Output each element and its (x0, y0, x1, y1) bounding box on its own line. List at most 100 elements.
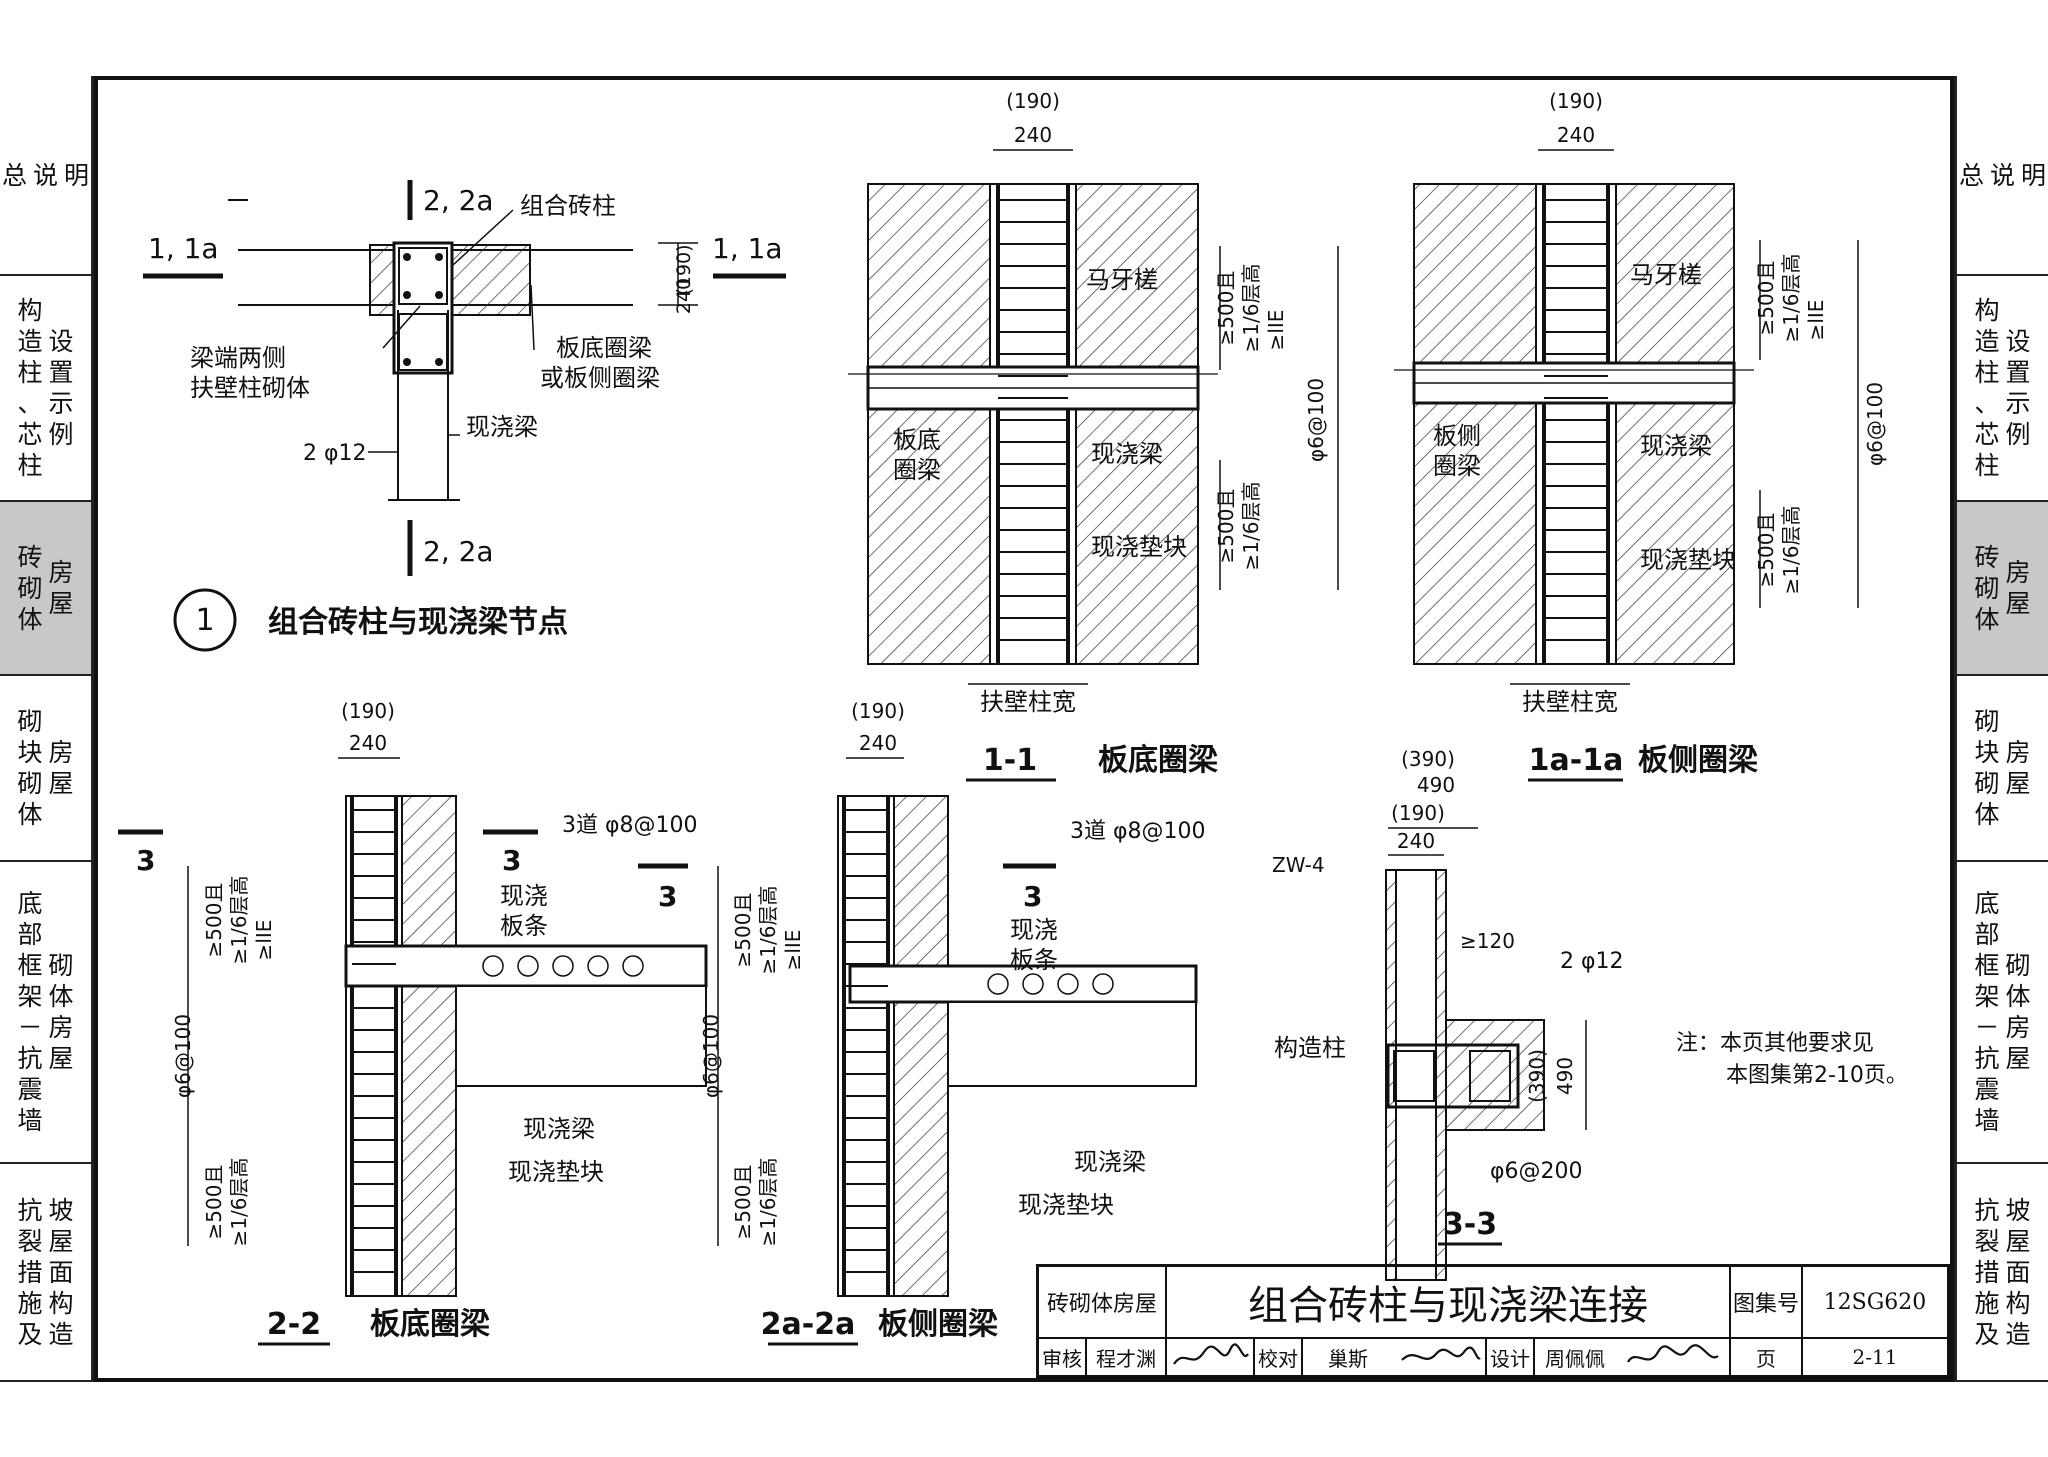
detail-1-label-xianjiao: 现浇梁 (466, 413, 538, 441)
right-tab-1-column-2: 说 (1989, 160, 2015, 190)
sec22-cut-right: 3 (502, 844, 521, 877)
right-tab-2[interactable]: 构造柱、芯柱设置示例 (1954, 276, 2048, 502)
detail-1-section-top: 2, 2a (423, 184, 494, 217)
right-tab-1[interactable]: 总说明 (1954, 76, 2048, 276)
sec33-dim-390v: (390) (1525, 1049, 1549, 1103)
right-tab-4-column-1: 砌块砌体 (1974, 707, 2000, 829)
sec22-rebar-beam: 3道 φ8@100 (562, 813, 698, 838)
left-tab-1-column-2: 说 (32, 160, 58, 190)
right-tab-2-column-1: 构造柱、芯柱 (1974, 296, 2000, 480)
section-2-2-drawing (118, 795, 708, 1297)
right-tab-3-column-2: 房屋 (2005, 558, 2031, 618)
detail-1-dim-190: (190) (673, 244, 695, 295)
sec2a-dim-a2: ≥1/6层高 (756, 886, 780, 975)
sec22-label-slab-1: 现浇 (500, 882, 548, 910)
right-tab-2-column-2: 设置示例 (2005, 327, 2031, 449)
sec1a-label-quanliang-1: 板侧 (1433, 422, 1481, 450)
sec11-dim-a1: ≥500且 (1214, 271, 1238, 346)
sec1a-dim-a1: ≥500且 (1754, 261, 1778, 336)
right-tab-5-column-2: 砌体房屋 (2005, 951, 2031, 1073)
drawing-frame: 1 组合砖柱与现浇梁节点 1, 1a 1, 1a 2, 2a 2, 2a 组合砖… (94, 76, 1954, 1382)
sec2a-cut-right: 3 (1023, 880, 1042, 913)
title-block-check-signature (1393, 1339, 1487, 1375)
title-block-page-no: 2-11 (1852, 1345, 1898, 1369)
sec22-id: 2-2 (267, 1307, 321, 1342)
sec22-dim-190: (190) (341, 699, 395, 723)
drawing-canvas: 1 组合砖柱与现浇梁节点 1, 1a 1, 1a 2, 2a 2, 2a 组合砖… (118, 89, 1908, 1346)
sec11-dim-190: (190) (1006, 89, 1060, 113)
sec1a-label-pad: 现浇垫块 (1640, 546, 1736, 574)
detail-1-label-liangduan-2: 扶壁柱砌体 (190, 374, 310, 402)
left-tab-3[interactable]: 砖砌体房屋 (0, 502, 94, 676)
sec22-dim-240: 240 (349, 731, 387, 755)
sec33-dim-390: (390) (1401, 747, 1455, 771)
right-tab-5[interactable]: 底部框架－抗震墙砌体房屋 (1954, 862, 2048, 1164)
title-block-title: 组合砖柱与现浇梁连接 (1167, 1267, 1731, 1339)
sec2a-dim-a1: ≥500且 (731, 893, 755, 968)
sec2a-dim-b2: ≥1/6层高 (756, 1158, 780, 1247)
sec1a-label-quanliang-2: 圈梁 (1433, 452, 1481, 480)
right-tab-3[interactable]: 砖砌体房屋 (1954, 502, 2048, 676)
sec33-dim-240: 240 (1397, 829, 1435, 853)
sec11-label-maya: 马牙槎 (1086, 266, 1158, 294)
sec1a-label-maya: 马牙槎 (1630, 261, 1702, 289)
sec22-dim-b2: ≥1/6层高 (227, 1158, 251, 1247)
left-tab-3-column-2: 房屋 (48, 558, 74, 618)
detail-1-section-right: 1, 1a (712, 232, 783, 265)
left-tab-6[interactable]: 抗裂措施及坡屋面构造 (0, 1164, 94, 1382)
right-tab-3-column-1: 砖砌体 (1974, 542, 2000, 634)
sec33-dim-190: (190) (1391, 801, 1445, 825)
sec1a-id: 1a-1a (1529, 743, 1624, 778)
sec22-dim-b1: ≥500且 (202, 1165, 226, 1240)
left-tab-3-column-1: 砖砌体 (17, 542, 43, 634)
detail-1-section-bottom: 2, 2a (423, 535, 494, 568)
section-2a-2a-drawing (638, 795, 1198, 1297)
title-block-atlas-label: 图集号 (1731, 1267, 1803, 1339)
right-tab-1-column-3: 明 (2021, 160, 2047, 190)
sec1a-dim-240: 240 (1557, 123, 1595, 147)
detail-1-label-zuhe: 组合砖柱 (520, 192, 616, 220)
sec1a-dim-190: (190) (1549, 89, 1603, 113)
sec11-title: 板底圈梁 (1098, 743, 1218, 778)
note-line-1: 注：本页其他要求见 (1676, 1031, 1874, 1056)
right-tab-6-column-2: 坡屋面构造 (2005, 1195, 2031, 1349)
title-block-check-label: 校对 (1255, 1339, 1303, 1375)
title-block-designer: 周佩佩 (1545, 1346, 1605, 1371)
sec22-cut-left: 3 (136, 844, 155, 877)
right-tab-6[interactable]: 抗裂措施及坡屋面构造 (1954, 1164, 2048, 1382)
right-tab-6-column-1: 抗裂措施及 (1974, 1195, 2000, 1349)
section-2a-2a-stirrups (844, 809, 888, 1273)
detail-1-section-left: 1, 1a (148, 232, 219, 265)
sec2a-dim-a3: ≥lIE (781, 930, 805, 971)
sec1a-dim-b2: ≥1/6层高 (1779, 506, 1803, 595)
sec11-id: 1-1 (983, 743, 1037, 778)
left-tab-5[interactable]: 底部框架－抗震墙砌体房屋 (0, 862, 94, 1164)
sec1a-title: 板侧圈梁 (1638, 743, 1758, 778)
sec1a-dim-b1: ≥500且 (1754, 513, 1778, 588)
sec2a-dim-240: 240 (859, 731, 897, 755)
left-tab-2[interactable]: 构造柱、芯柱设置示例 (0, 276, 94, 502)
left-tab-6-column-1: 抗裂措施及 (17, 1195, 43, 1349)
designer-signature-icon (1627, 1344, 1719, 1363)
sec22-dim-a1: ≥500且 (202, 883, 226, 958)
detail-1-label-bandi-2: 或板侧圈梁 (540, 364, 660, 392)
left-tab-4[interactable]: 砌块砌体房屋 (0, 676, 94, 862)
sec11-dim-a2: ≥1/6层高 (1239, 264, 1263, 353)
title-block-review-signature (1167, 1339, 1255, 1375)
section-3-3-drawing (1385, 827, 1587, 1281)
left-tab-2-column-2: 设置示例 (48, 327, 74, 449)
right-tab-4[interactable]: 砌块砌体房屋 (1954, 676, 2048, 862)
sec11-label-width: 扶壁柱宽 (980, 688, 1076, 716)
sec11-dim-240: 240 (1014, 123, 1052, 147)
sec2a-label-pad: 现浇垫块 (1018, 1191, 1114, 1219)
left-tab-1[interactable]: 总说明 (0, 76, 94, 276)
sec2a-rebar-beam: 3道 φ8@100 (1070, 819, 1206, 844)
sec2a-id: 2a-2a (761, 1307, 856, 1342)
left-tab-2-column-1: 构造柱、芯柱 (17, 296, 43, 480)
sec33-rebar: 2 φ12 (1560, 949, 1624, 974)
reviewer-signature-icon (1173, 1343, 1249, 1365)
sec11-label-quanliang-1: 板底 (893, 426, 941, 454)
detail-1-dim-240: 240 (673, 278, 695, 314)
sec11-dim-b1: ≥500且 (1214, 489, 1238, 564)
sec22-dim-a2: ≥1/6层高 (227, 876, 251, 965)
